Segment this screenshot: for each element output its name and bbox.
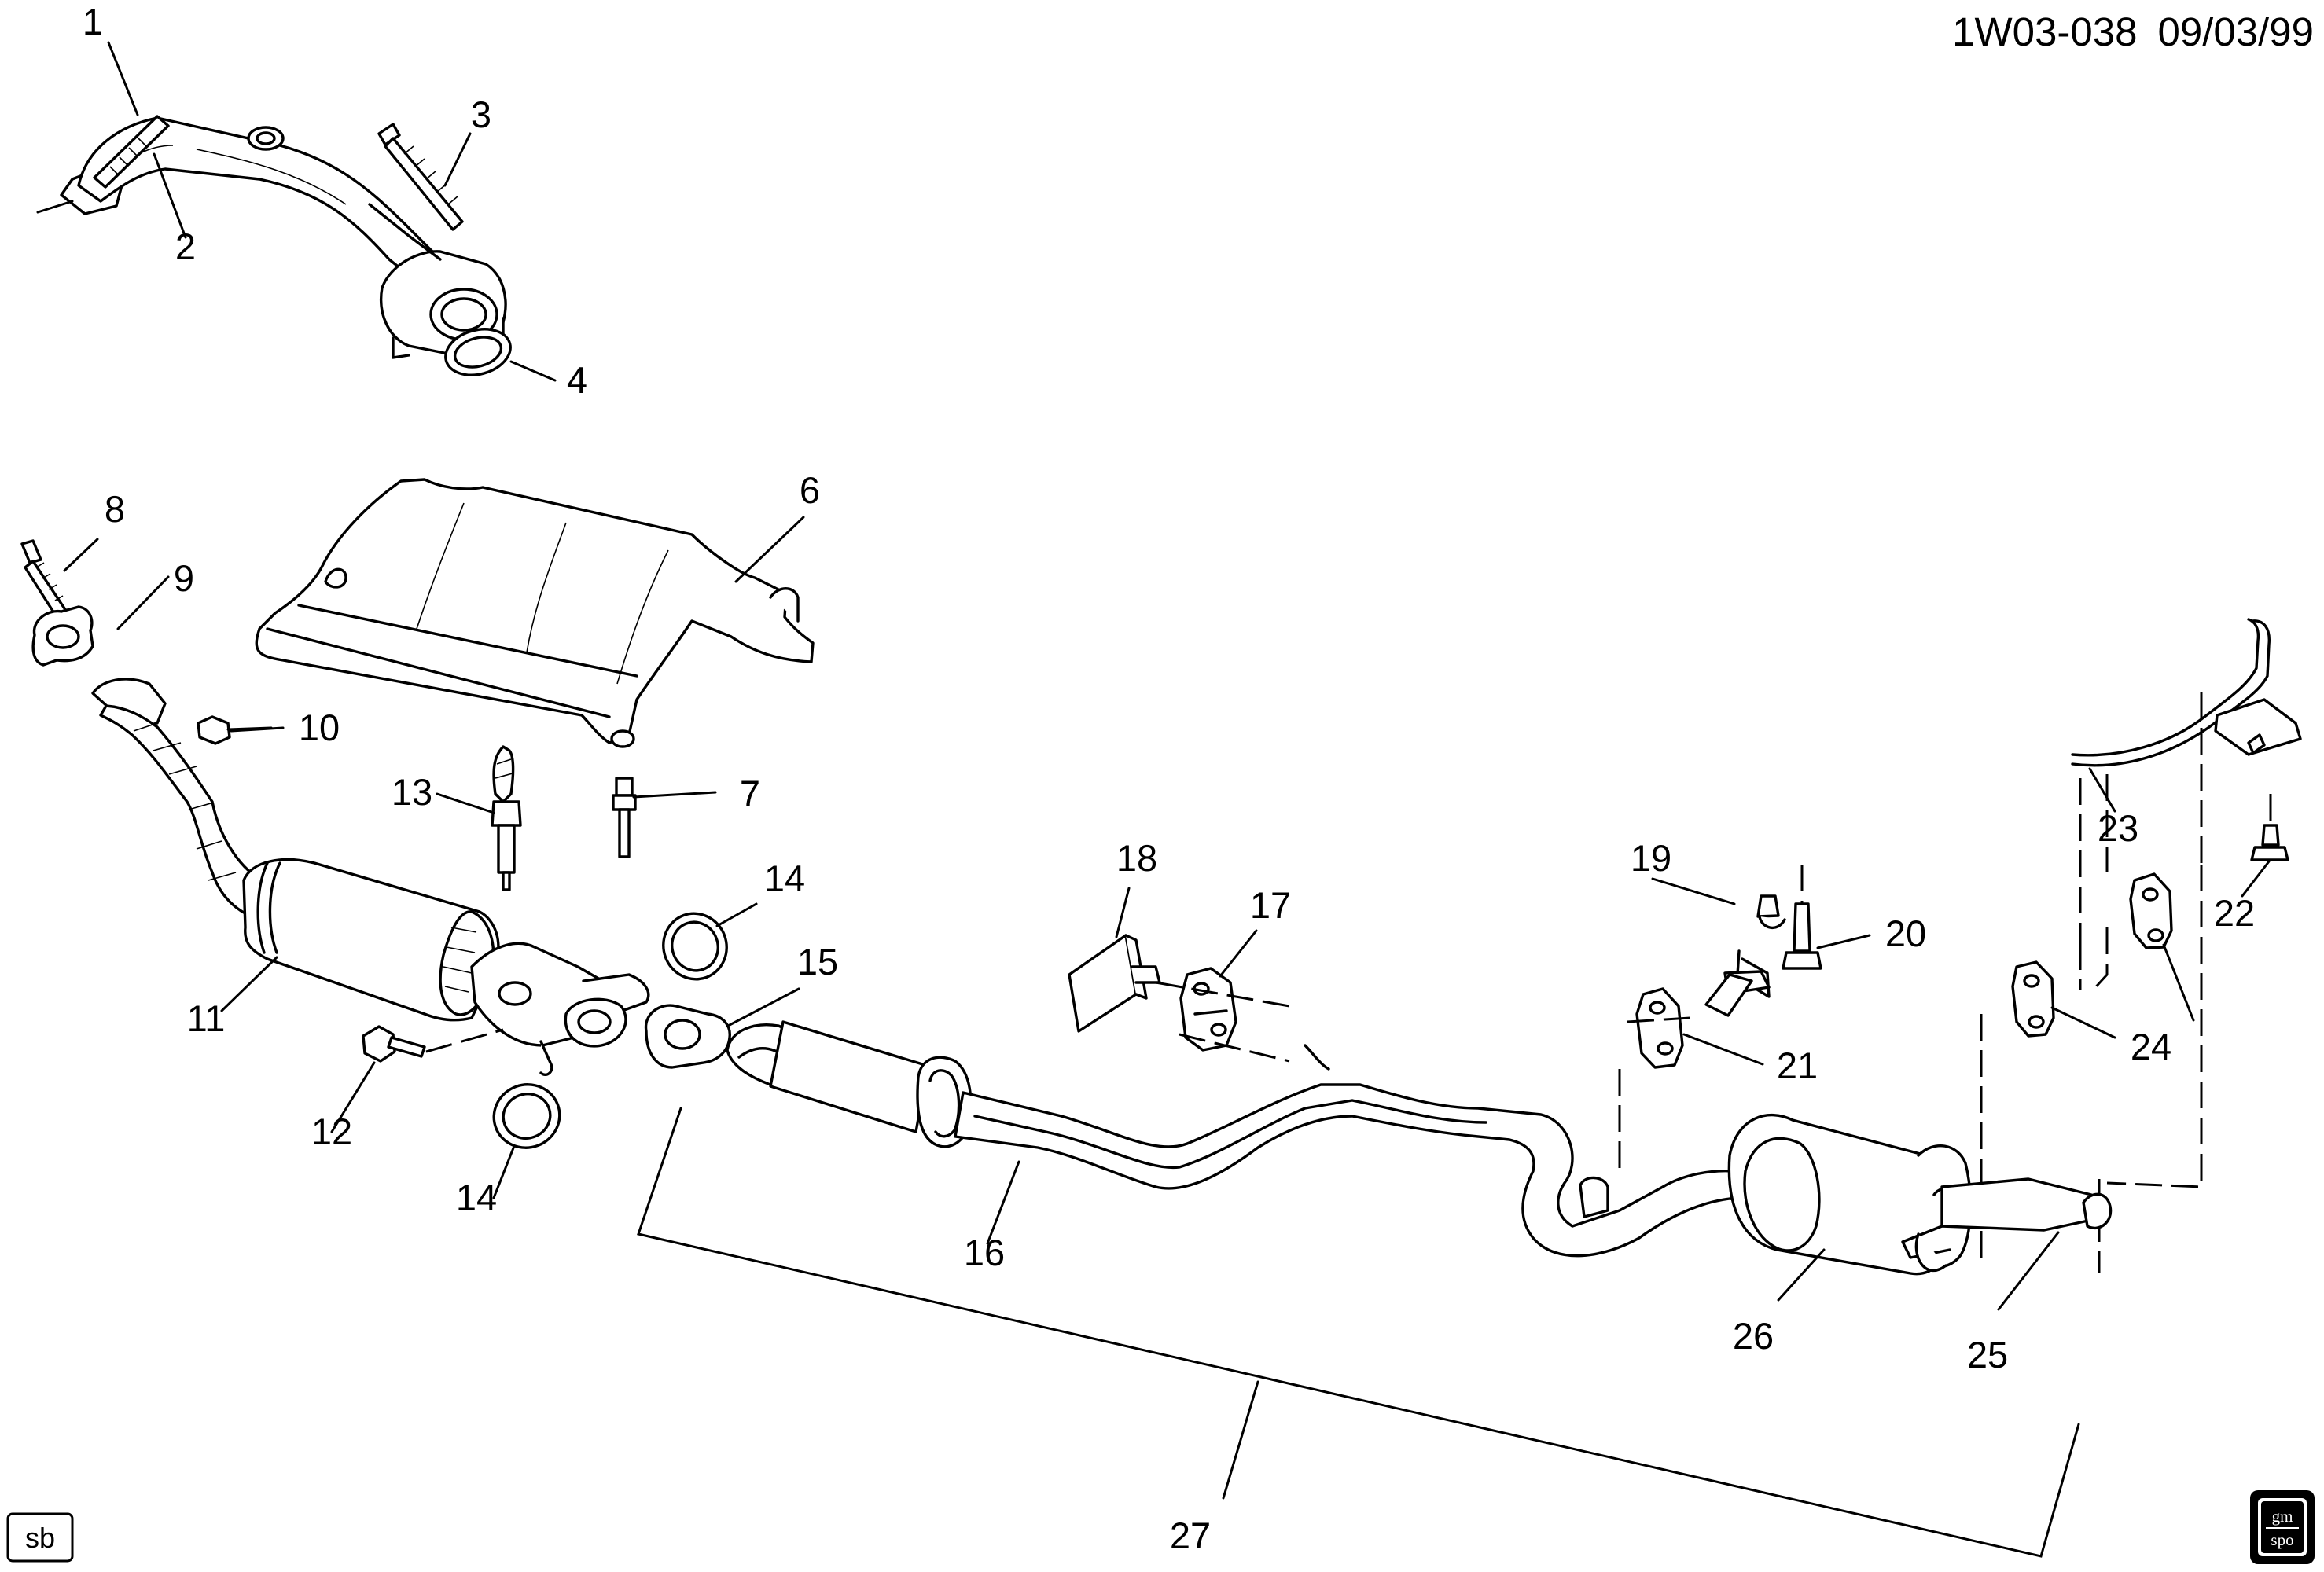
stud-8	[20, 539, 69, 621]
callout-16: 16	[964, 1232, 1005, 1273]
callout-27: 27	[1170, 1515, 1211, 1556]
callout-19: 19	[1631, 837, 1671, 879]
bracket-18	[1068, 934, 1161, 1033]
callout-13: 13	[392, 771, 432, 813]
callout-2: 2	[175, 226, 196, 267]
callout-labels: 1 2 3 4 6 7 8 9 10 11 12 13 14 14 15 16 …	[83, 1, 2255, 1556]
bolt-2	[93, 115, 170, 189]
callout-15: 15	[797, 941, 838, 982]
tailpipe	[1901, 1177, 2113, 1273]
bolt-20	[1782, 865, 1822, 970]
callout-9: 9	[174, 557, 194, 599]
gasket-14-upper	[662, 912, 728, 981]
callout-4: 4	[567, 359, 587, 401]
heat-shield	[255, 478, 815, 748]
callout-7: 7	[740, 773, 760, 814]
gasket-4	[444, 328, 512, 376]
callout-6: 6	[800, 469, 820, 511]
nut-10	[197, 715, 273, 745]
callout-24: 24	[2131, 1026, 2171, 1067]
callout-11: 11	[187, 997, 226, 1039]
callout-12: 12	[311, 1111, 352, 1152]
oxygen-sensor	[491, 745, 522, 891]
hanger-24-guide-a	[1980, 943, 2082, 1265]
hanger-21	[1618, 987, 1691, 1171]
callout-23: 23	[2098, 807, 2138, 849]
callout-3: 3	[471, 94, 491, 135]
callout-14-upper: 14	[764, 858, 805, 899]
gm-spo-logo: gm spo	[2250, 1490, 2315, 1564]
callout-18: 18	[1116, 837, 1157, 879]
leader-lines	[63, 41, 2271, 1558]
callout-21: 21	[1777, 1045, 1818, 1086]
hanger-17	[1155, 967, 1290, 1063]
callout-26: 26	[1733, 1315, 1774, 1357]
stud-3	[377, 123, 464, 231]
callout-22: 22	[2214, 892, 2255, 934]
svg-text:spo: spo	[2271, 1530, 2293, 1549]
callout-17: 17	[1250, 884, 1291, 926]
bolt-12	[362, 1025, 504, 1063]
flange-gasket-15	[644, 1004, 731, 1069]
svg-text:sb: sb	[25, 1522, 55, 1554]
stud-7	[612, 777, 637, 858]
exhaust-pipe-front	[36, 116, 507, 359]
rear-bracket-23	[2071, 618, 2302, 943]
callout-14-lower: 14	[456, 1177, 497, 1218]
catalytic-converter	[91, 678, 650, 1077]
callout-8: 8	[105, 488, 125, 530]
bolt-22	[2250, 794, 2289, 861]
callout-1: 1	[83, 1, 103, 42]
gasket-14-lower	[492, 1083, 561, 1149]
callout-20: 20	[1885, 913, 1926, 954]
hanger-24-b	[2129, 872, 2173, 949]
svg-text:gm: gm	[2272, 1507, 2293, 1526]
callout-10: 10	[299, 707, 340, 748]
callout-25: 25	[1967, 1334, 2008, 1376]
intermediate-pipe	[726, 1020, 1763, 1258]
flange-gasket-9	[31, 605, 94, 667]
corner-badge: sb	[6, 1512, 74, 1563]
bracket-19	[1704, 894, 1786, 1017]
hanger-24-a	[2011, 960, 2055, 1038]
muffler	[1727, 1113, 1972, 1276]
